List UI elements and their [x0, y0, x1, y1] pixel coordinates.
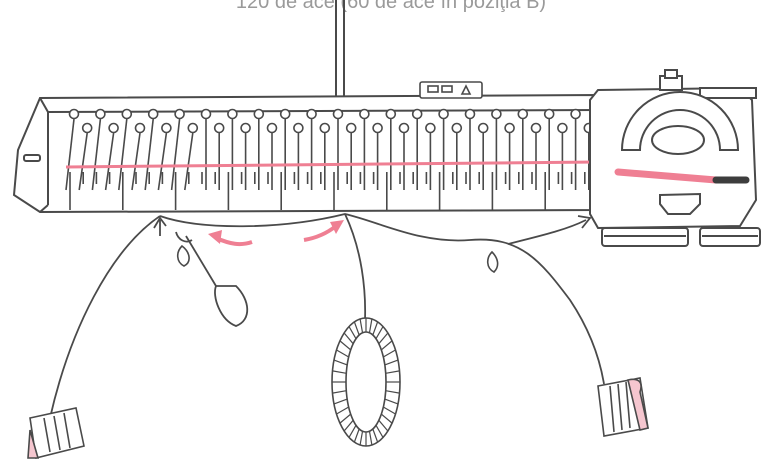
needle-butt: [334, 110, 343, 119]
transfer-tool-icon: [176, 232, 247, 326]
needle-butt: [360, 110, 369, 119]
yarn-mast: [336, 0, 344, 96]
needle-butt: [492, 110, 501, 119]
needle-butt: [241, 124, 250, 133]
needle-butt: [439, 110, 448, 119]
needle-butt: [347, 124, 356, 133]
needle-butt: [136, 124, 145, 133]
needle-butt: [532, 124, 541, 133]
needle-butt: [254, 110, 263, 119]
needle-butt: [413, 110, 422, 119]
right-cuff: [598, 378, 648, 436]
needle-butt: [479, 124, 488, 133]
arrow-left: [208, 230, 252, 244]
needle-butt: [149, 110, 158, 119]
knitting-carriage-icon: [590, 70, 760, 246]
needle-butt: [452, 124, 461, 133]
needle-butt: [162, 124, 171, 133]
needle-butt: [188, 124, 197, 133]
needle-butt: [571, 110, 580, 119]
needle-butt: [83, 124, 92, 133]
stitch-markers: [178, 246, 498, 272]
needle-butt: [294, 124, 303, 133]
needle-butt: [228, 110, 237, 119]
needle-butt: [202, 110, 211, 119]
needle-butt: [320, 124, 329, 133]
arrow-right: [304, 220, 344, 240]
needle-butt: [400, 124, 409, 133]
needle-butt: [307, 110, 316, 119]
needle-butt: [466, 110, 475, 119]
needle-butt: [70, 110, 79, 119]
needle-butt: [505, 124, 514, 133]
needle-butt: [281, 110, 290, 119]
left-cuff: [28, 408, 84, 458]
needle-butt: [558, 124, 567, 133]
needle-butt: [268, 124, 277, 133]
needle-butt: [96, 110, 105, 119]
needle-butt: [518, 110, 527, 119]
needle-butt: [386, 110, 395, 119]
needle-butt: [545, 110, 554, 119]
row-counter: [420, 82, 482, 98]
needle-butt: [215, 124, 224, 133]
needle-butt: [426, 124, 435, 133]
needle-butt: [122, 110, 131, 119]
arrow-up-left: [154, 218, 166, 236]
needle-butt: [373, 124, 382, 133]
needle-butt: [109, 124, 118, 133]
arrow-to-carriage: [508, 216, 590, 244]
garment-outline: [50, 214, 604, 418]
needle-butt: [175, 110, 184, 119]
